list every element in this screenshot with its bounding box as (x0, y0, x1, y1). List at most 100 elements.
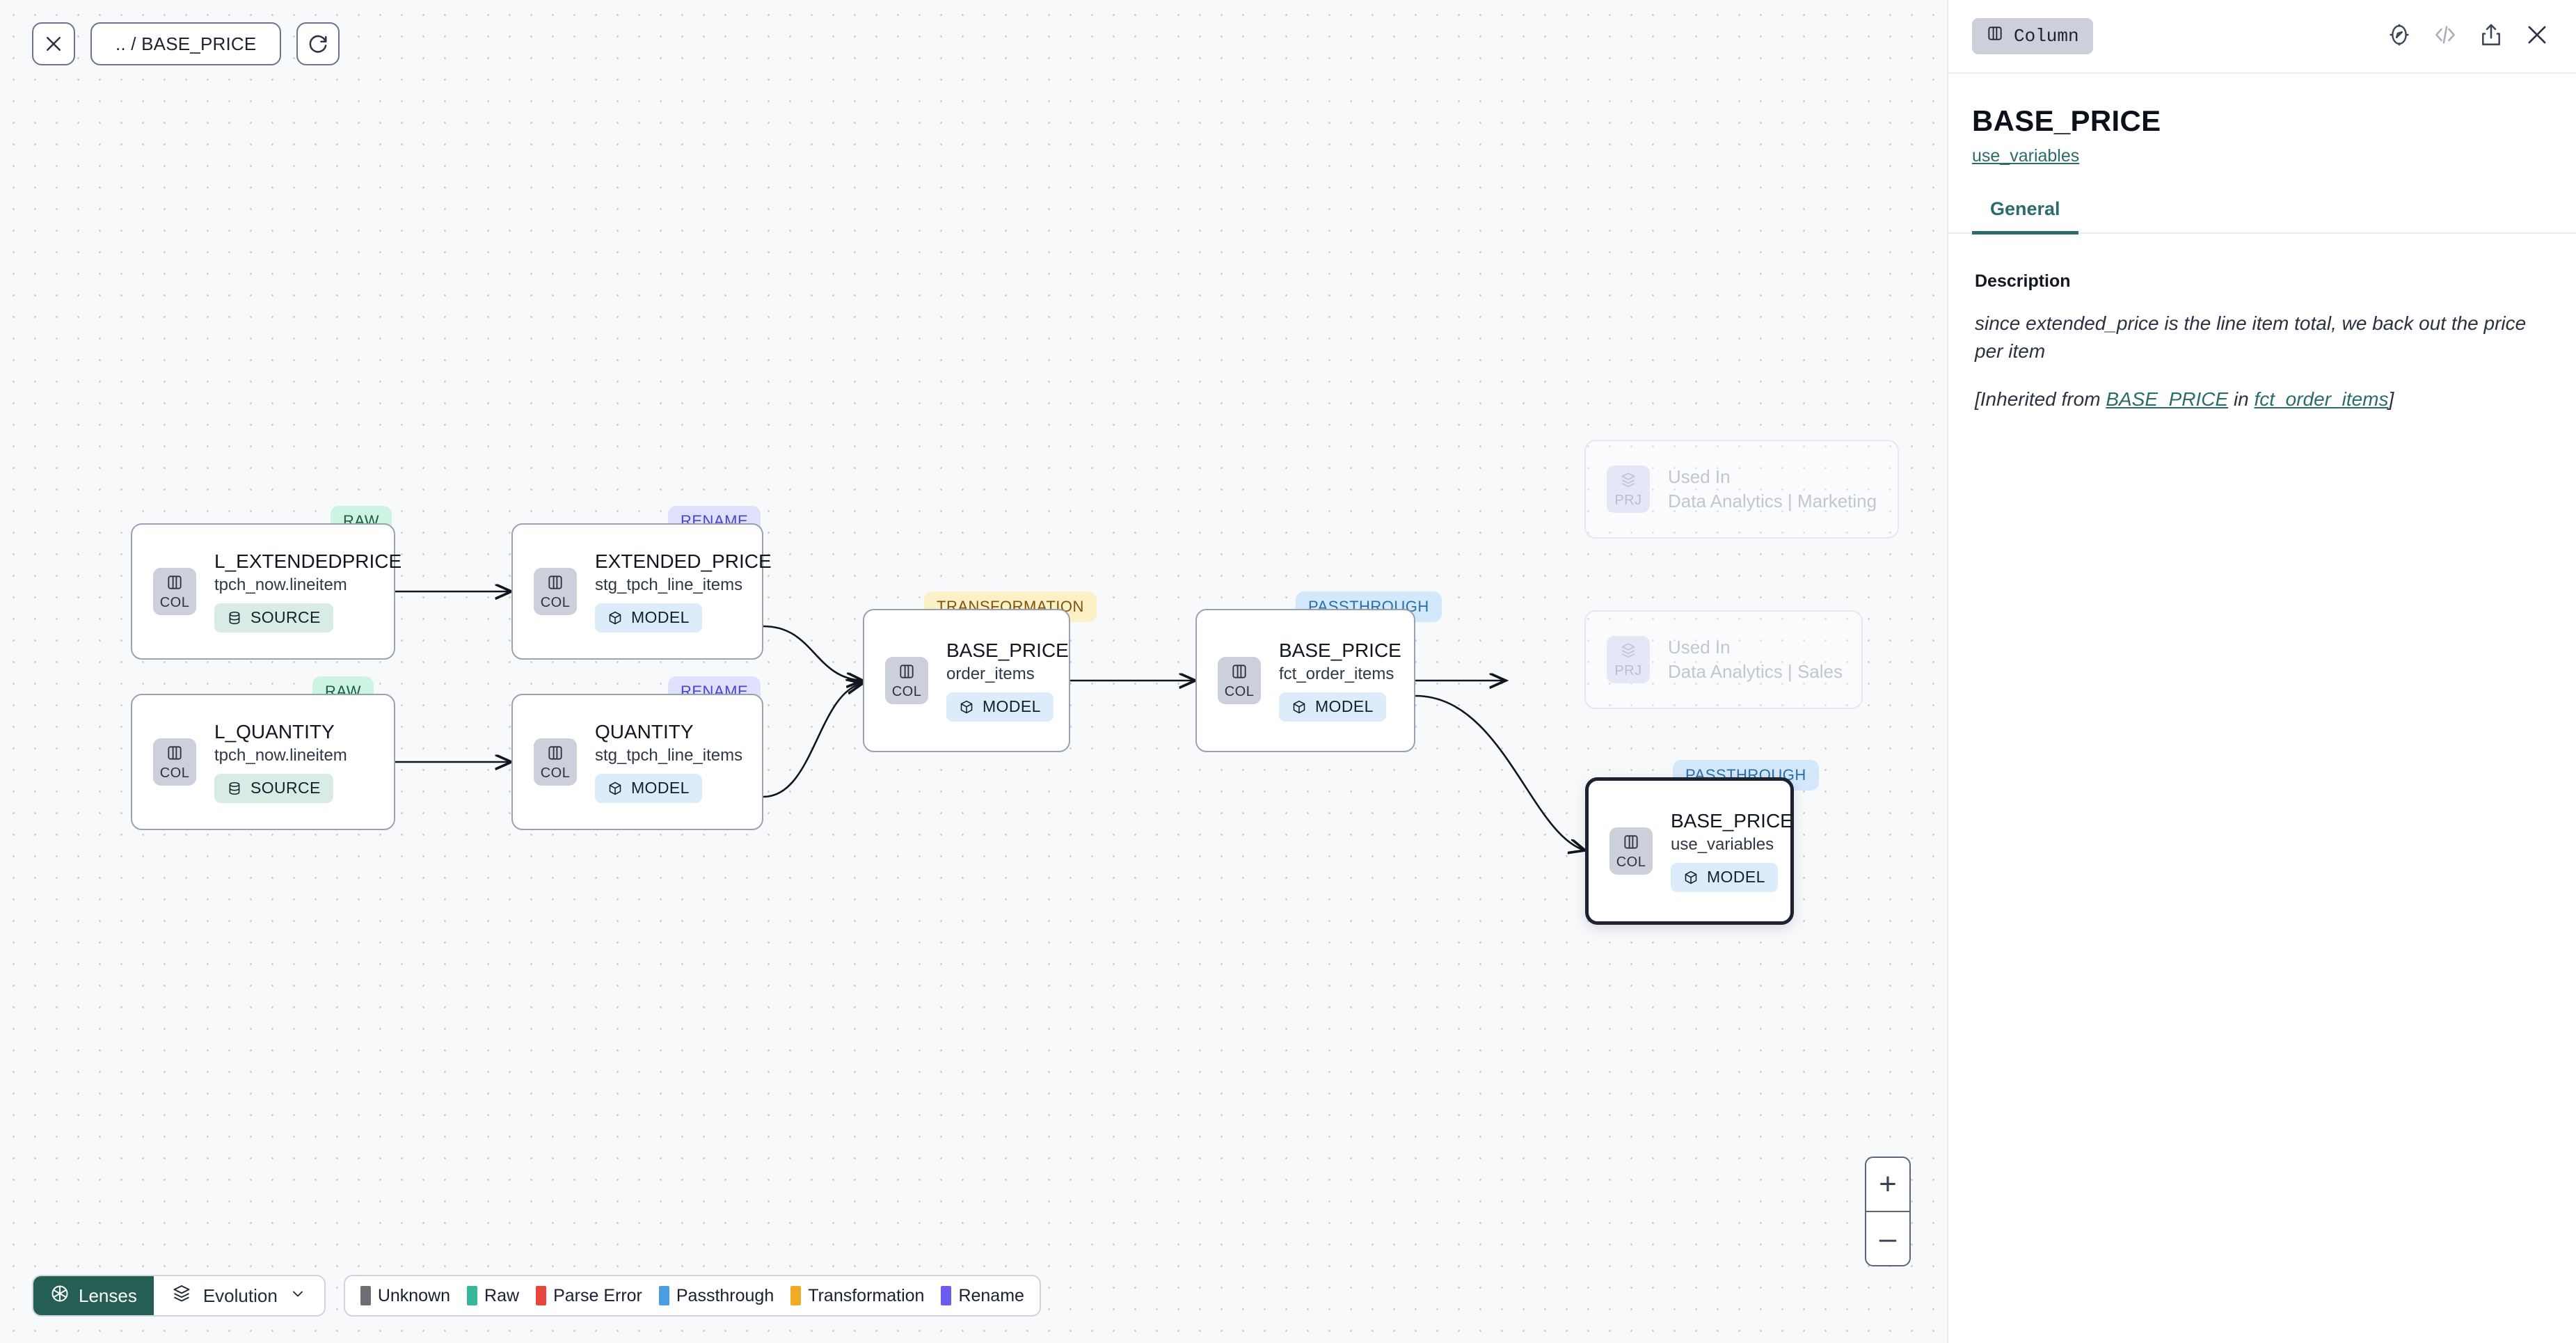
legend-swatch (467, 1286, 478, 1305)
node-kind-badge: COL (534, 738, 577, 786)
ghost-node-used-in-marketing[interactable]: PRJ Used In Data Analytics | Marketing (1584, 440, 1899, 539)
cube-icon (959, 699, 974, 715)
node-kind-badge-prj: PRJ (1607, 466, 1650, 513)
node-title: L_QUANTITY (214, 721, 335, 743)
ghost-node-used-in-sales[interactable]: PRJ Used In Data Analytics | Sales (1584, 610, 1863, 709)
node-pill-label: SOURCE (251, 779, 321, 797)
parent-model-link[interactable]: use_variables (1972, 146, 2080, 166)
node-kind-label: COL (159, 594, 190, 610)
column-icon (1230, 662, 1248, 684)
lineage-canvas[interactable]: .. / BASE_PRICE RAW (0, 0, 1947, 1343)
legend-label: Unknown (377, 1285, 451, 1305)
legend-item-raw[interactable]: Raw (467, 1286, 519, 1306)
chevron-down-icon (289, 1285, 306, 1307)
node-pill-model: MODEL (1279, 692, 1386, 722)
node-kind-label: COL (159, 765, 190, 781)
node-subtitle: tpch_now.lineitem (214, 745, 347, 765)
node-pill-model: MODEL (595, 773, 702, 803)
legend-label: Raw (484, 1285, 520, 1305)
graph-node-l-extendedprice[interactable]: COL L_EXTENDEDPRICE tpch_now.lineitem SO… (131, 523, 401, 660)
refresh-button[interactable] (296, 22, 340, 65)
inherited-suffix: ] (2388, 388, 2394, 410)
description-section: Description since extended_price is the … (1948, 234, 2576, 413)
project-icon (1619, 642, 1637, 663)
column-icon (546, 744, 564, 765)
evolution-label: Evolution (202, 1285, 278, 1306)
legend-swatch (941, 1286, 952, 1305)
legend-item-rename[interactable]: Rename (941, 1286, 1024, 1306)
legend-item-transformation[interactable]: Transformation (790, 1286, 924, 1306)
node-subtitle: use_variables (1671, 834, 1774, 854)
node-kind-label: PRJ (1614, 663, 1642, 678)
evolution-dropdown[interactable]: Evolution (153, 1276, 324, 1315)
graph-node-base-price-use-variables[interactable]: COL BASE_PRICE use_variables MODEL (1585, 777, 1794, 925)
node-kind-badge: COL (153, 738, 196, 786)
node-title: EXTENDED_PRICE (595, 550, 772, 573)
node-kind-badge: COL (1609, 827, 1653, 875)
graph-node-base-price-order-items[interactable]: COL BASE_PRICE order_items MODEL (863, 609, 1070, 752)
node-kind-label: COL (891, 683, 922, 699)
node-pill-label: MODEL (983, 697, 1041, 716)
node-pill-label: SOURCE (251, 608, 321, 627)
legend-label: Transformation (808, 1285, 925, 1305)
tab-general[interactable]: General (1972, 198, 2078, 235)
panel-actions (2387, 22, 2550, 51)
close-icon (43, 33, 64, 54)
node-kind-badge: COL (534, 567, 577, 615)
lenses-button[interactable]: Lenses (33, 1276, 154, 1315)
node-pill-model: MODEL (1671, 862, 1778, 892)
graph-node-quantity[interactable]: COL QUANTITY stg_tpch_line_items MODEL (511, 694, 763, 830)
node-kind-badge-prj: PRJ (1607, 636, 1650, 683)
node-pill-label: MODEL (631, 779, 690, 797)
node-kind-badge: COL (153, 567, 196, 615)
panel-tabs: General (1948, 198, 2576, 235)
node-kind-label: COL (1224, 683, 1255, 699)
legend-item-unknown[interactable]: Unknown (360, 1286, 450, 1306)
compass-icon[interactable] (2387, 22, 2412, 51)
share-icon[interactable] (2479, 22, 2504, 51)
ghost-node-title: Used In (1668, 637, 1731, 658)
node-kind-label: COL (1616, 854, 1646, 870)
inherited-mid: in (2228, 388, 2255, 410)
graph-node-base-price-fct-order-items[interactable]: COL BASE_PRICE fct_order_items MODEL (1195, 609, 1415, 752)
close-button[interactable] (32, 22, 75, 65)
legend-label: Parse Error (553, 1285, 642, 1305)
node-subtitle: stg_tpch_line_items (595, 575, 743, 594)
node-pill-model: MODEL (946, 692, 1054, 722)
parent-model-link-wrap: use_variables (1948, 138, 2576, 166)
inherited-prefix: [Inherited from (1975, 388, 2106, 410)
ghost-node-subtitle: Data Analytics | Sales (1668, 660, 1843, 682)
zoom-in-button[interactable]: + (1866, 1158, 1909, 1212)
cube-icon (1683, 870, 1699, 885)
node-subtitle: order_items (946, 664, 1035, 683)
cube-icon (607, 781, 623, 796)
ghost-node-title: Used In (1668, 466, 1731, 488)
legend-item-parse-error[interactable]: Parse Error (536, 1286, 642, 1306)
lineage-legend: Unknown Raw Parse Error Passthrough Tran… (343, 1275, 1041, 1317)
column-icon (546, 573, 564, 595)
code-icon[interactable] (2433, 22, 2458, 51)
legend-label: Rename (958, 1285, 1024, 1305)
legend-swatch (536, 1286, 547, 1305)
breadcrumb[interactable]: .. / BASE_PRICE (90, 22, 282, 65)
node-pill-source: SOURCE (214, 773, 333, 803)
ghost-node-subtitle: Data Analytics | Marketing (1668, 490, 1877, 511)
zoom-out-button[interactable]: – (1879, 1221, 1897, 1255)
lenses-label: Lenses (79, 1285, 137, 1306)
inherited-model-link[interactable]: fct_order_items (2254, 388, 2389, 410)
inherited-column-link[interactable]: BASE_PRICE (2106, 388, 2229, 410)
node-pill-label: MODEL (1707, 868, 1765, 887)
node-kind-label: PRJ (1614, 493, 1642, 508)
node-title: L_EXTENDEDPRICE (214, 550, 402, 573)
close-icon[interactable] (2525, 22, 2550, 51)
node-kind-label: COL (540, 765, 571, 781)
entity-type-label: Column (2014, 26, 2079, 47)
node-kind-badge: COL (1218, 656, 1261, 704)
details-panel: Column (1947, 0, 2576, 1343)
column-icon (1986, 24, 2004, 48)
graph-node-extended-price[interactable]: COL EXTENDED_PRICE stg_tpch_line_items M… (511, 523, 772, 660)
column-icon (166, 744, 184, 765)
node-kind-label: COL (540, 594, 571, 610)
legend-item-passthrough[interactable]: Passthrough (658, 1286, 774, 1306)
graph-node-l-quantity[interactable]: COL L_QUANTITY tpch_now.lineitem SOURCE (131, 694, 395, 830)
